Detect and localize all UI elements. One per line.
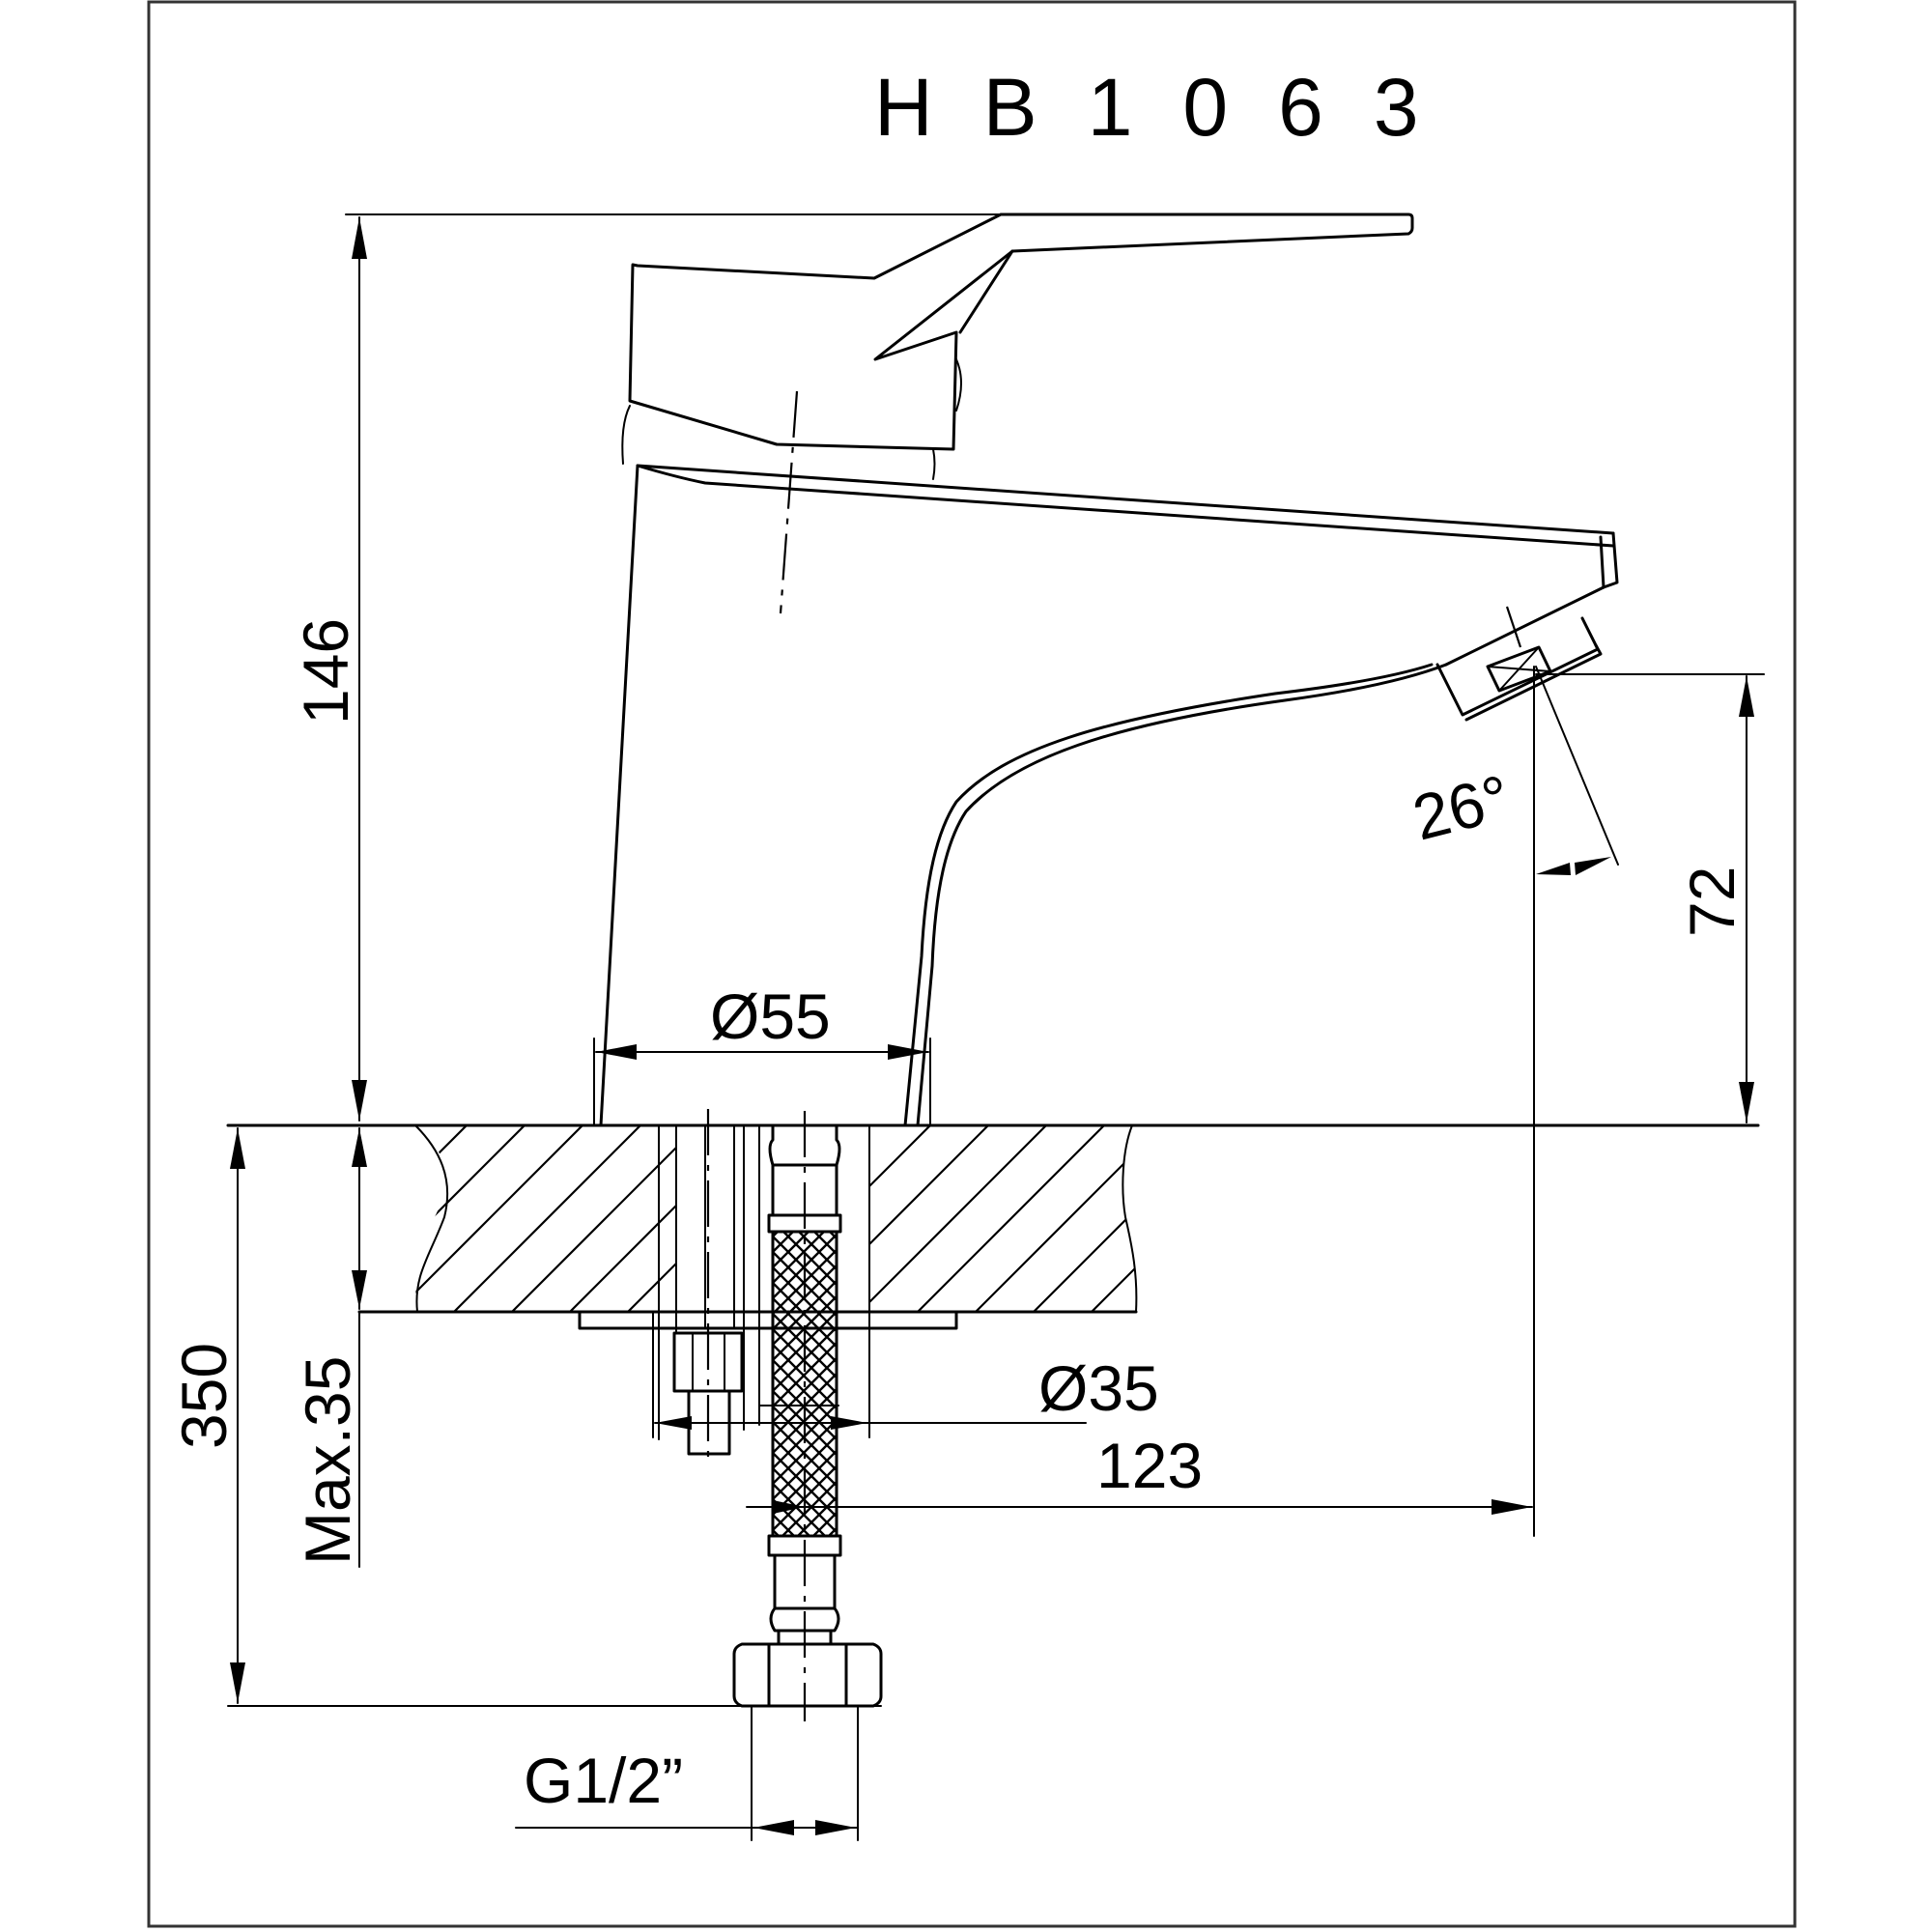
dim-123-label: 123 [1096,1430,1203,1501]
dimension-countertop-thickness: Max.35 [292,1127,367,1568]
dimension-outlet-height: 72 [1535,673,1765,1123]
dim-146-label: 146 [290,618,361,724]
dimension-hose-length: 350 [168,1127,882,1707]
flexible-hose [732,1111,883,1721]
dimension-hole-diameter: Ø35 [652,1311,1159,1438]
dim-g12-label: G1/2” [524,1745,683,1816]
dim-26deg-label: 26° [1406,761,1517,854]
faucet-body [599,390,1619,1127]
dim-350-label: 350 [168,1343,240,1449]
dimension-spout-angle: 26° [1406,666,1619,1537]
dimension-spout-reach: 123 [746,1430,1533,1515]
dim-max35-label: Max.35 [292,1356,363,1565]
fixing-rod [658,1109,760,1463]
dim-72-label: 72 [1676,867,1747,937]
faucet-handle [621,213,1414,480]
countertop-section [226,1123,1760,1330]
model-title: HB1063 [874,62,1469,153]
dimension-base-diameter: Ø55 [593,980,931,1126]
dim-35-label: Ø35 [1038,1352,1159,1424]
dimension-connection-thread: G1/2” [515,1705,859,1841]
dim-55-label: Ø55 [710,980,831,1052]
dimension-total-height: 146 [290,213,1002,1122]
drawing-frame [147,0,1797,1928]
